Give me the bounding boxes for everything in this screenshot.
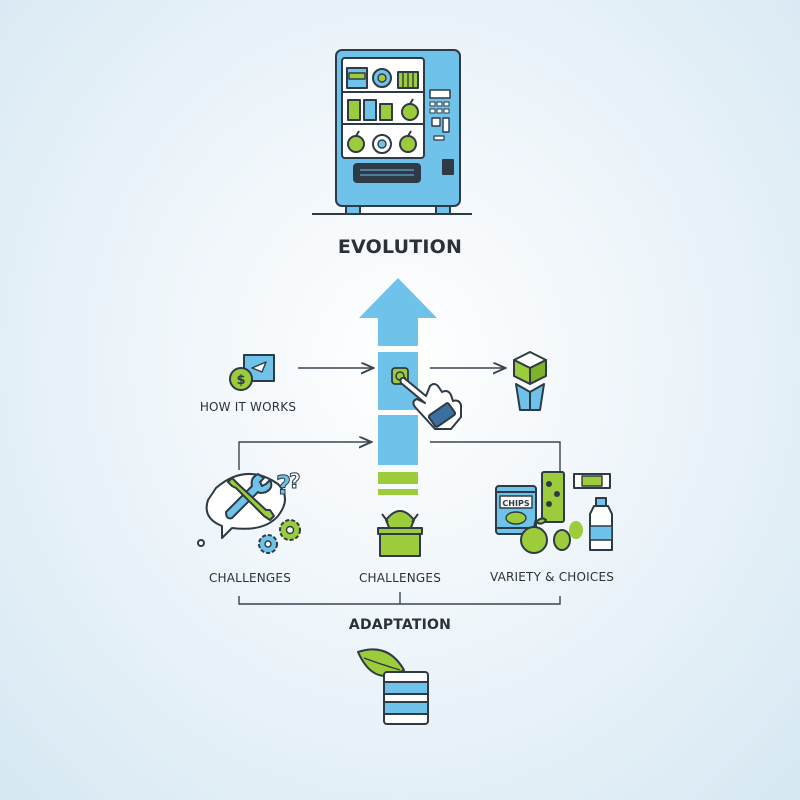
snack-pack-icon (383, 671, 429, 725)
connector-lines (238, 442, 561, 605)
question-mark-icon: ? ? (276, 469, 302, 502)
pointing-hand-icon (399, 376, 462, 430)
apple-icon (520, 517, 583, 554)
wrench-icon (225, 473, 275, 521)
label-adaptation: ADAPTATION (348, 617, 452, 633)
evolution-arrow (359, 278, 437, 495)
bowl-icon (377, 510, 423, 557)
water-bottle-icon (589, 497, 613, 551)
vending-machine-icon (312, 49, 472, 215)
label-challenges-left: CHALLENGES (208, 571, 292, 585)
leaf-icon (357, 648, 405, 677)
dollar-coin-icon: $ (229, 354, 275, 391)
svg-text:?: ? (276, 471, 291, 501)
chips-bag-icon: CHIPS (495, 485, 537, 535)
gear-icon (258, 519, 301, 554)
snack-bar-icon (541, 471, 611, 523)
svg-text:?: ? (289, 469, 301, 493)
label-how-it-works: HOW IT WORKS (199, 400, 297, 414)
svg-text:CHIPS: CHIPS (502, 499, 529, 508)
svg-text:$: $ (236, 373, 245, 388)
label-challenges-center: CHALLENGES (358, 571, 442, 585)
cube-icon (513, 351, 547, 411)
label-variety-choices: VARIETY & CHOICES (489, 570, 615, 584)
page-title: EVOLUTION (337, 236, 463, 258)
